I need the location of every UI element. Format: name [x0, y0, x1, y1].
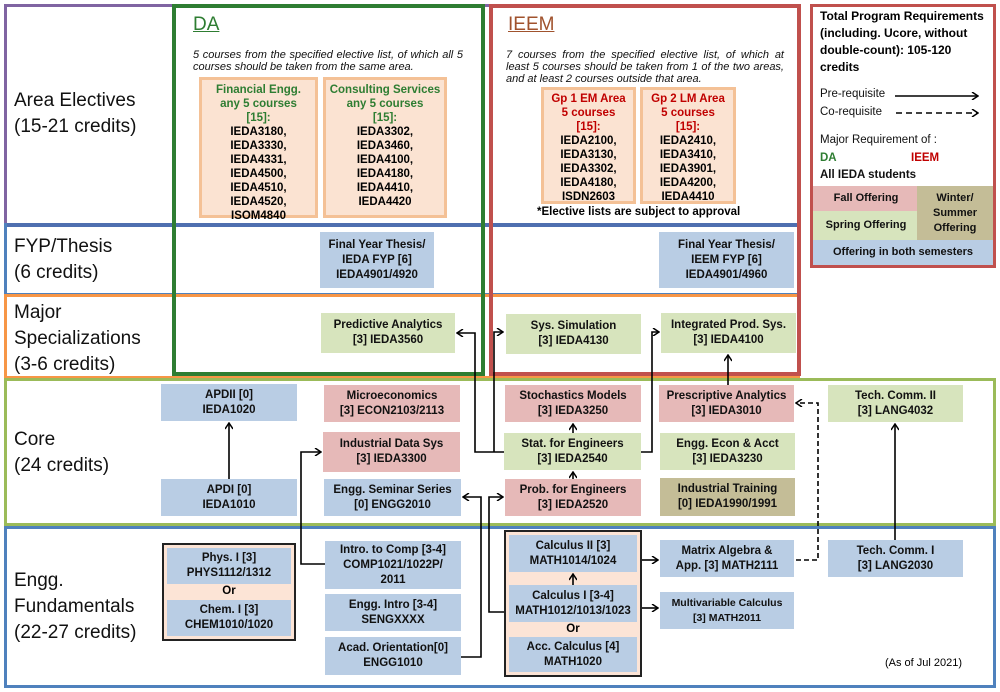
row-label-engg-fund: Engg. Fundamentals (22-27 credits) — [14, 570, 137, 643]
row-label-major-spec: Major Specializations (3-6 credits) — [14, 302, 141, 375]
legend-ieem: IEEM — [911, 152, 940, 164]
legend-major-req: Major Requirement of : — [820, 134, 937, 146]
row-label-fyp: FYP/Thesis (6 credits) — [14, 236, 113, 283]
course-calculus-i[interactable]: Calculus I [3-4] MATH1012/1013/1023 — [509, 585, 637, 622]
course-industrial-data-sys[interactable]: Industrial Data Sys [3] IEDA3300 — [323, 432, 460, 472]
course-intro-comp[interactable]: Intro. to Comp [3-4] COMP1021/1022P/ 201… — [325, 541, 461, 589]
course-stat-engineers[interactable]: Stat. for Engineers [3] IEDA2540 — [504, 433, 641, 470]
or-label-calculus: Or — [566, 623, 580, 635]
course-multivariable-calculus[interactable]: Multivariable Calculus [3] MATH2011 — [660, 592, 794, 629]
course-chem-i[interactable]: Chem. I [3] CHEM1010/1020 — [167, 600, 291, 636]
course-microeconomics[interactable]: Microeconomics [3] ECON2103/2113 — [324, 385, 460, 422]
ieem-description: 7 courses from the specified elective li… — [506, 49, 784, 85]
legend-coreq-label: Co-requisite — [820, 106, 882, 118]
course-acc-calculus[interactable]: Acc. Calculus [4] MATH1020 — [509, 637, 637, 672]
course-prob-engineers[interactable]: Prob. for Engineers [3] IEDA2520 — [505, 479, 641, 516]
course-phys-i[interactable]: Phys. I [3] PHYS1112/1312 — [167, 548, 291, 584]
or-label-phys-chem: Or — [222, 585, 236, 597]
legend-both: Offering in both semesters — [813, 240, 993, 265]
legend-winter: Winter/ Summer Offering — [917, 186, 993, 240]
course-predictive-analytics[interactable]: Predictive Analytics [3] IEDA3560 — [321, 313, 455, 353]
total-requirements: Total Program Requirements (including. U… — [820, 9, 984, 74]
row-label-area-electives: Area Electives (15-21 credits) — [14, 90, 137, 137]
da-elective-list-consulting: Consulting Services any 5 courses [15]: … — [323, 77, 447, 218]
course-matrix-algebra[interactable]: Matrix Algebra & App. [3] MATH2111 — [660, 540, 794, 577]
ieem-elective-list-lm: Gp 2 LM Area 5 courses [15]: IEDA2410, I… — [640, 87, 736, 204]
course-fyp-ieem[interactable]: Final Year Thesis/ IEEM FYP [6] IEDA4901… — [659, 232, 794, 288]
course-engg-econ-acct[interactable]: Engg. Econ & Acct [3] IEDA3230 — [660, 433, 795, 470]
legend-spring: Spring Offering — [813, 211, 919, 240]
da-frame — [172, 4, 485, 376]
ieem-elective-list-em: Gp 1 EM Area 5 courses [15]: IEDA2100, I… — [541, 87, 636, 204]
da-title: DA — [193, 14, 220, 35]
legend-fall: Fall Offering — [813, 186, 919, 211]
course-acad-orientation[interactable]: Acad. Orientation[0] ENGG1010 — [325, 637, 461, 675]
course-apdii[interactable]: APDII [0] IEDA1020 — [161, 384, 297, 421]
course-tech-comm-ii[interactable]: Tech. Comm. II [3] LANG4032 — [828, 385, 963, 422]
ieem-title: IEEM — [508, 14, 555, 35]
da-description: 5 courses from the specified elective li… — [193, 49, 463, 73]
course-engg-intro[interactable]: Engg. Intro [3-4] SENGXXXX — [325, 594, 461, 631]
course-tech-comm-i[interactable]: Tech. Comm. I [3] LANG2030 — [828, 540, 963, 577]
legend-da: DA — [820, 152, 837, 164]
course-stochastics-models[interactable]: Stochastics Models [3] IEDA3250 — [505, 385, 641, 422]
course-industrial-training[interactable]: Industrial Training [0] IEDA1990/1991 — [660, 478, 795, 516]
course-engg-seminar[interactable]: Engg. Seminar Series [0] ENGG2010 — [324, 479, 461, 516]
legend-all: All IEDA students — [820, 169, 917, 181]
course-sys-simulation[interactable]: Sys. Simulation [3] IEDA4130 — [506, 314, 641, 354]
course-prescriptive-analytics[interactable]: Prescriptive Analytics [3] IEDA3010 — [659, 385, 794, 422]
legend-prereq-label: Pre-requisite — [820, 88, 886, 100]
da-elective-list-financial: Financial Engg. any 5 courses [15]: IEDA… — [199, 77, 318, 222]
course-apdi[interactable]: APDI [0] IEDA1010 — [161, 479, 297, 516]
course-integrated-prod-sys[interactable]: Integrated Prod. Sys. [3] IEDA4100 — [661, 313, 796, 353]
course-calculus-ii[interactable]: Calculus II [3] MATH1014/1024 — [509, 535, 637, 572]
course-fyp-da[interactable]: Final Year Thesis/ IEDA FYP [6] IEDA4901… — [320, 232, 434, 288]
elective-approval-note: *Elective lists are subject to approval — [537, 206, 741, 218]
row-label-core: Core (24 credits) — [14, 429, 110, 476]
legend-panel — [810, 4, 996, 268]
as-of-date: (As of Jul 2021) — [885, 657, 963, 669]
